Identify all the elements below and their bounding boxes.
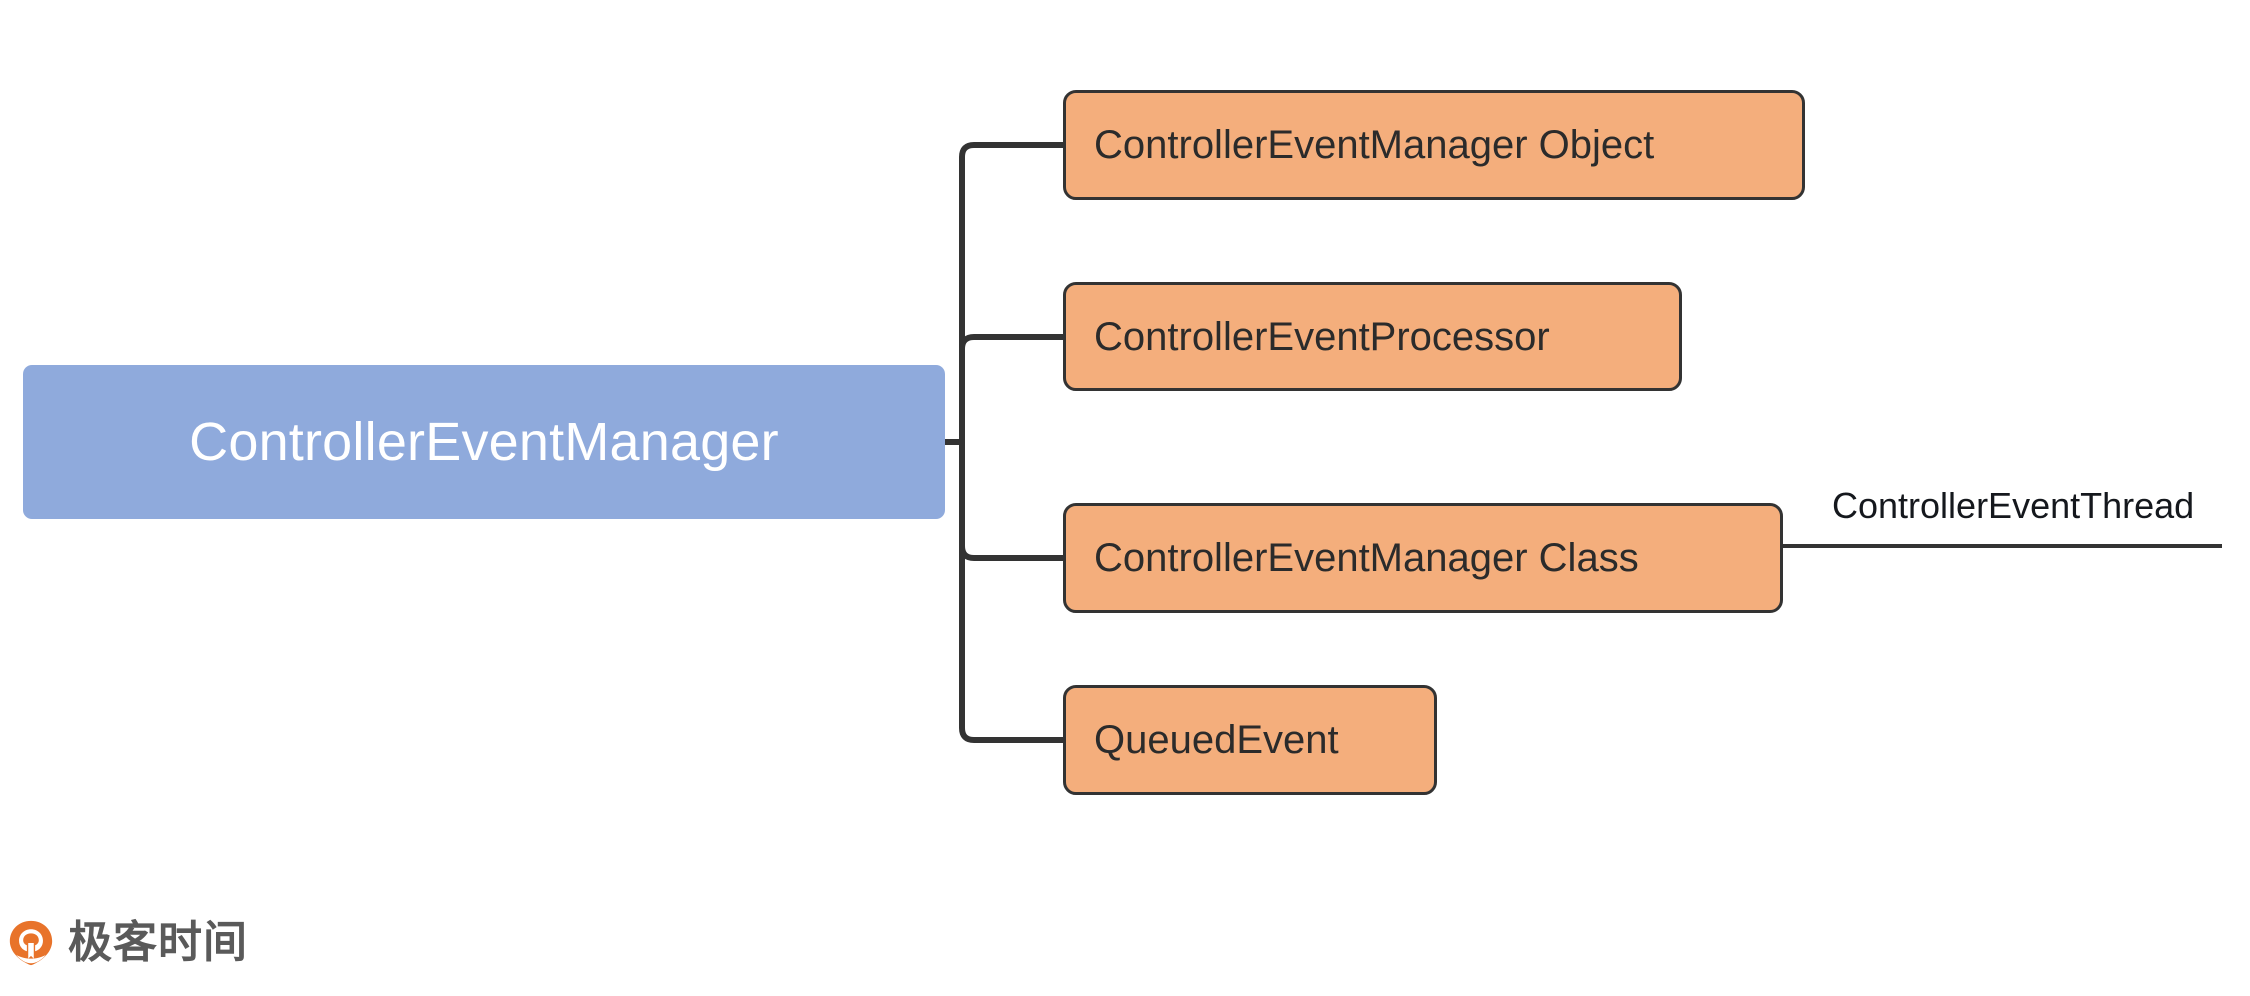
connector-branch-3 xyxy=(959,442,1063,561)
root-node-label: ControllerEventManager xyxy=(189,412,779,472)
child-node-label: ControllerEventProcessor xyxy=(1094,314,1550,359)
connector-branch-2 xyxy=(959,334,1063,442)
child-node-queued-event[interactable]: QueuedEvent xyxy=(1063,685,1437,795)
child-node-label: ControllerEventManager Object xyxy=(1094,123,1655,167)
branch-label-controller-event-thread: ControllerEventThread xyxy=(1832,485,2195,526)
root-node-controller-event-manager[interactable]: ControllerEventManager xyxy=(23,365,945,519)
child-node-label: ControllerEventManager Class xyxy=(1094,536,1639,580)
geektime-logo: 极客时间 xyxy=(8,920,248,966)
geektime-logo-icon xyxy=(9,920,53,966)
child-node-controller-event-processor[interactable]: ControllerEventProcessor xyxy=(1063,282,1682,391)
geektime-logo-text: 极客时间 xyxy=(68,917,248,968)
child-node-controller-event-manager-class[interactable]: ControllerEventManager Class xyxy=(1063,503,1783,613)
child-node-label: QueuedEvent xyxy=(1094,718,1339,762)
child-node-controller-event-manager-object[interactable]: ControllerEventManager Object xyxy=(1063,90,1805,200)
connector-branch-1 xyxy=(959,142,1063,442)
connector-branch-4 xyxy=(959,442,1063,743)
